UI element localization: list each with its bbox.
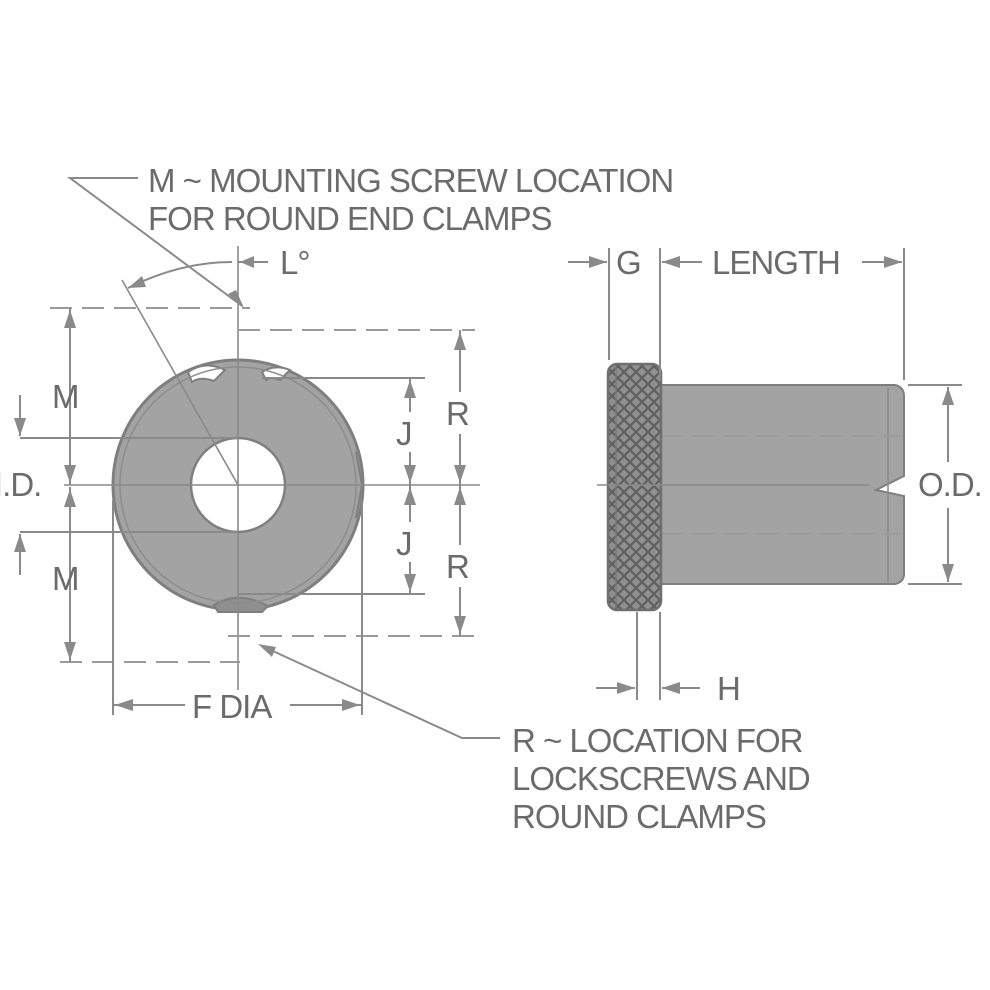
r-dimension: R R: [228, 329, 478, 637]
m-note-line1: M ~ MOUNTING SCREW LOCATION: [148, 162, 673, 199]
length-label: LENGTH: [712, 244, 840, 281]
od-dimension: O.D.: [908, 384, 983, 585]
j-top-label: J: [396, 415, 412, 452]
side-view: [597, 362, 905, 612]
r-bottom-label: R: [446, 548, 469, 585]
m-bottom-label: M: [52, 560, 79, 597]
f-dia-dimension: F DIA: [112, 500, 363, 725]
g-length-dimension: G LENGTH: [568, 244, 905, 380]
r-note-line3: ROUND CLAMPS: [512, 798, 766, 835]
l-angle-dimension: L°: [121, 244, 311, 486]
m-dimension-top: M: [50, 307, 250, 485]
j-bottom-label: J: [396, 525, 412, 562]
h-dimension: H: [596, 612, 741, 707]
g-label: G: [616, 244, 641, 281]
m-dimension-bottom: M: [52, 487, 240, 663]
m-top-label: M: [52, 378, 79, 415]
knurled-head: [606, 362, 663, 612]
r-top-label: R: [446, 395, 469, 432]
l-angle-label: L°: [280, 244, 310, 281]
m-note-line2: FOR ROUND END CLAMPS: [148, 200, 552, 237]
h-label: H: [717, 670, 740, 707]
m-leader: [66, 177, 244, 308]
front-view: [64, 246, 480, 690]
f-dia-label: F DIA: [192, 688, 272, 725]
j-dimension: J J: [238, 377, 426, 595]
od-label: O.D.: [918, 466, 982, 503]
id-dimension: I.D.: [0, 395, 238, 575]
r-leader: [258, 644, 500, 739]
r-note-line1: R ~ LOCATION FOR: [512, 722, 803, 759]
id-label: I.D.: [0, 466, 41, 503]
r-note-line2: LOCKSCREWS AND: [512, 760, 810, 797]
